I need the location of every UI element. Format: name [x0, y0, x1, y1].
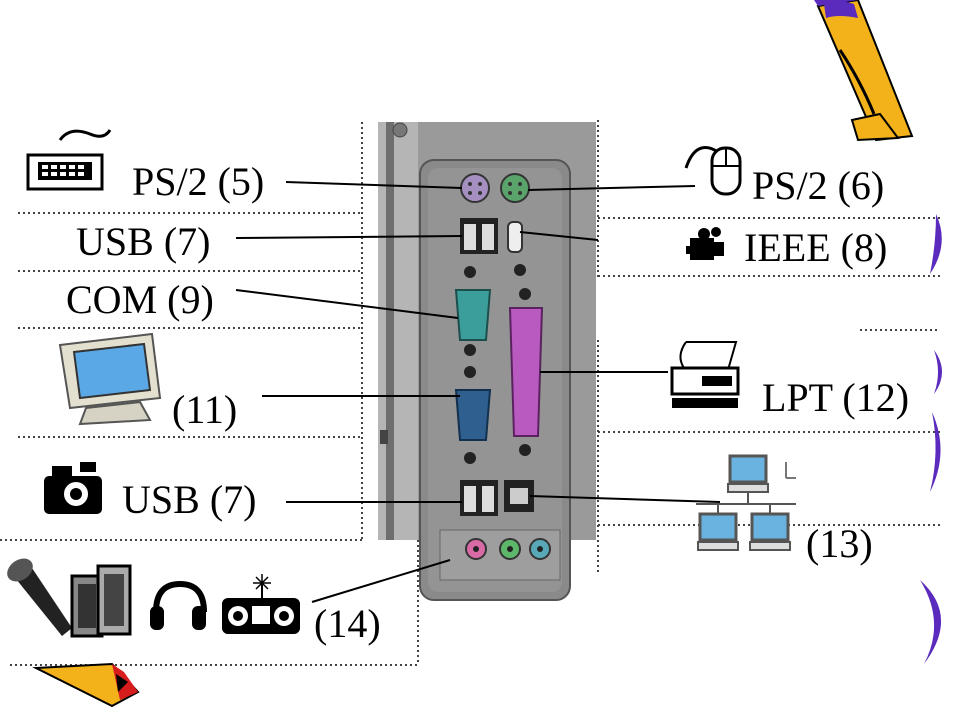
printer-icon — [670, 341, 740, 408]
ieee-port — [507, 221, 523, 253]
vga-label: (11) — [172, 387, 238, 432]
camcorder-icon — [686, 227, 724, 260]
com-port — [454, 289, 492, 341]
vga-port — [454, 389, 492, 441]
pencil-icon — [814, 0, 914, 142]
camera-icon — [44, 462, 102, 514]
ieee-label: IEEE (8) — [744, 225, 888, 270]
usb-top-port — [460, 218, 498, 254]
ethernet-port — [504, 480, 534, 512]
usb-bottom-port — [460, 480, 498, 516]
monitor-icon — [58, 332, 162, 426]
audio-ports — [465, 538, 551, 560]
ps2-keyboard-label: PS/2 (5) — [132, 159, 265, 204]
pencil-stroke-right — [920, 214, 942, 664]
headphones-icon — [150, 580, 207, 630]
network-label: (13) — [806, 521, 873, 566]
audio-label: (14) — [314, 601, 381, 646]
ps2-keyboard-port — [460, 173, 490, 203]
ps2-mouse-port — [500, 173, 530, 203]
keyboard-icon — [26, 129, 112, 191]
usb-top-label: USB (7) — [76, 219, 211, 264]
speakers-icon — [70, 564, 132, 638]
com-label: COM (9) — [66, 277, 214, 322]
boombox-icon — [222, 574, 300, 634]
usb-bottom-label: USB (7) — [122, 477, 257, 522]
lpt-label: LPT (12) — [762, 375, 910, 420]
microphone-icon — [7, 558, 72, 636]
lpt-port — [508, 307, 544, 437]
pencil-bottom-icon — [32, 662, 140, 708]
ps2-mouse-label: PS/2 (6) — [752, 163, 885, 208]
leader-lines — [235, 181, 721, 603]
mouse-icon — [684, 146, 742, 196]
network-icon — [696, 454, 796, 551]
